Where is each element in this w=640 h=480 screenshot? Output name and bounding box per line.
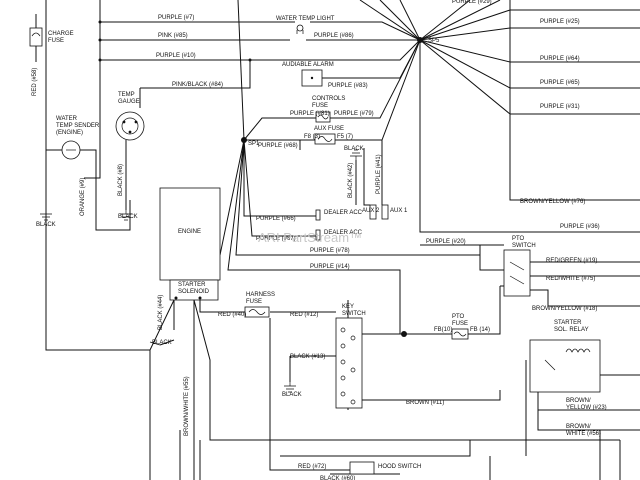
label-black-gauge: BLACK [118,214,138,220]
label-dealer-acc-2: DEALER ACC [324,230,363,236]
label-dealer-acc-1: DEALER ACC [324,210,363,216]
label-purple-10: PURPLE (#10) [156,53,196,59]
label-black-lower: BLACK [152,340,172,346]
watermark: ARI PartStream™ [258,230,362,245]
splice-sp5 [417,37,423,43]
label-purple-86: PURPLE (#86) [314,33,354,39]
label-purple-78: PURPLE (#78) [310,248,350,254]
label-purple-7: PURPLE (#7) [158,15,194,21]
label-pink-85: PINK (#85) [158,33,188,39]
label-brown-11: BROWN (#11) [406,400,444,406]
label-purple-14: PURPLE (#14) [310,264,350,270]
label-purple-65: PURPLE (#65) [540,80,580,86]
label-brown-yellow-18: BROWN/YELLOW (#18) [532,306,597,312]
label-pink-black-84: PINK/BLACK (#84) [172,82,223,88]
label-purple-67: PURPLE (#67) [256,236,296,242]
label-purple-66: PURPLE (#66) [256,216,296,222]
label-purple-68: PURPLE (#68) [258,143,298,149]
label-purple-31: PURPLE (#31) [540,104,580,110]
controls-fuse [315,111,331,123]
label-aux1: AUX 1 [390,208,408,214]
dealer-acc-connector-1 [315,209,321,221]
label-f5-7: F5 (7) [337,134,353,140]
label-black-13: BLACK (#13) [290,354,325,360]
label-red-12: RED (#12) [290,312,318,318]
aux1-connector [381,204,389,220]
label-black-42: BLACK (#42) [348,163,354,198]
label-sp5: SP5 [428,38,440,44]
audiable-alarm [301,69,323,87]
label-f8-3: F8 (3) [304,134,320,140]
temp-gauge [115,111,145,141]
label-brown-yellow-23: BROWN/YELLOW (#23) [566,398,607,411]
dealer-acc-connector-2 [315,229,321,241]
label-brown-white-56: BROWN/WHITE (#56) [566,424,601,437]
pto-fuse [451,328,469,340]
label-black-44: BLACK (#44) [158,295,164,330]
label-fb10: FB(10) [434,327,452,333]
harness-fuse [244,306,270,318]
aux2-connector [369,204,377,220]
label-purple-41: PURPLE (#41) [376,154,382,194]
key-switch [335,317,363,409]
label-black-8: BLACK (#8) [118,164,124,196]
label-aux-fuse: AUX FUSE [314,126,344,132]
starter-sol-relay [529,339,601,393]
label-audiable-alarm: AUDIABLE ALARM [282,62,334,68]
label-purple-81: PURPLE (#81) [290,111,330,117]
label-red-white-75: RED/WHITE (#75) [546,276,595,282]
label-red-green-19: RED/GREEN (#19) [546,258,597,264]
wire-network [35,0,640,480]
splice-sp1 [241,137,247,143]
label-purple-25: PURPLE (#25) [540,19,580,25]
label-purple-36: PURPLE (#36) [560,224,600,230]
label-red-40: RED (#40) [218,312,246,318]
ground-icon [40,149,362,393]
label-fb14: FB (14) [470,327,490,333]
label-orange-9: ORANGE (#9) [80,178,86,216]
label-black-ground: BLACK [282,392,302,398]
label-red-58: RED (#58) [32,68,38,96]
charge-fuse [29,27,43,47]
label-purple-29: PURPLE (#29) [452,0,492,5]
label-purple-83: PURPLE (#83) [328,83,368,89]
hood-switch [349,461,375,475]
label-red-72: RED (#72) [298,464,326,470]
label-black-top: BLACK [344,146,364,152]
label-purple-79: PURPLE (#79) [334,111,374,117]
label-black-60: BLACK (#60) [320,476,355,480]
splice-key [401,331,407,337]
label-hood-switch: HOOD SWITCH [378,464,421,470]
label-purple-20: PURPLE (#20) [426,239,466,245]
label-brown-yellow-76: BROWN/YELLOW (#76) [520,199,585,205]
label-black-sender: BLACK [36,222,56,228]
label-engine: ENGINE [178,229,201,235]
label-brown-white-55: BROWN/WHITE (#55) [184,376,190,436]
label-water-temp-light: WATER TEMP LIGHT [276,16,335,22]
pto-switch [503,249,531,297]
aux-fuse [314,133,336,145]
water-temp-light-bulb-icon [296,24,304,34]
engine-block [159,187,221,281]
label-sp1: SP1 [248,141,260,147]
water-temp-sender [61,140,81,160]
label-aux2: AUX 2 [362,208,380,214]
label-purple-64: PURPLE (#64) [540,56,580,62]
starter-solenoid [169,279,219,301]
